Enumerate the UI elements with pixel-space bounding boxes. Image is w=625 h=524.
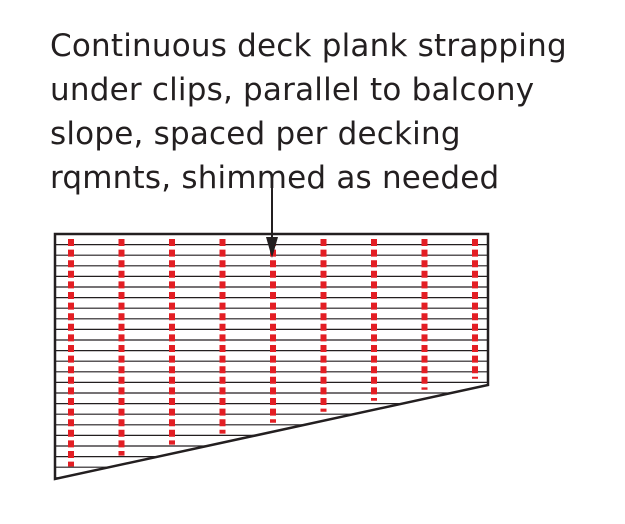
balcony-outline	[53, 232, 490, 481]
callout-line-1: Continuous deck plank strapping	[50, 28, 567, 64]
strapping-callout-text: Continuous deck plank strapping under cl…	[50, 24, 610, 200]
callout-leader-arrow	[266, 184, 278, 258]
callout-line-2: under clips, parallel to balcony	[50, 72, 535, 108]
arrowhead-icon	[266, 237, 278, 258]
callout-line-3: slope, spaced per decking	[50, 116, 461, 152]
callout-line-4: rqmnts, shimmed as needed	[50, 160, 500, 196]
strapping-lines	[68, 239, 478, 467]
